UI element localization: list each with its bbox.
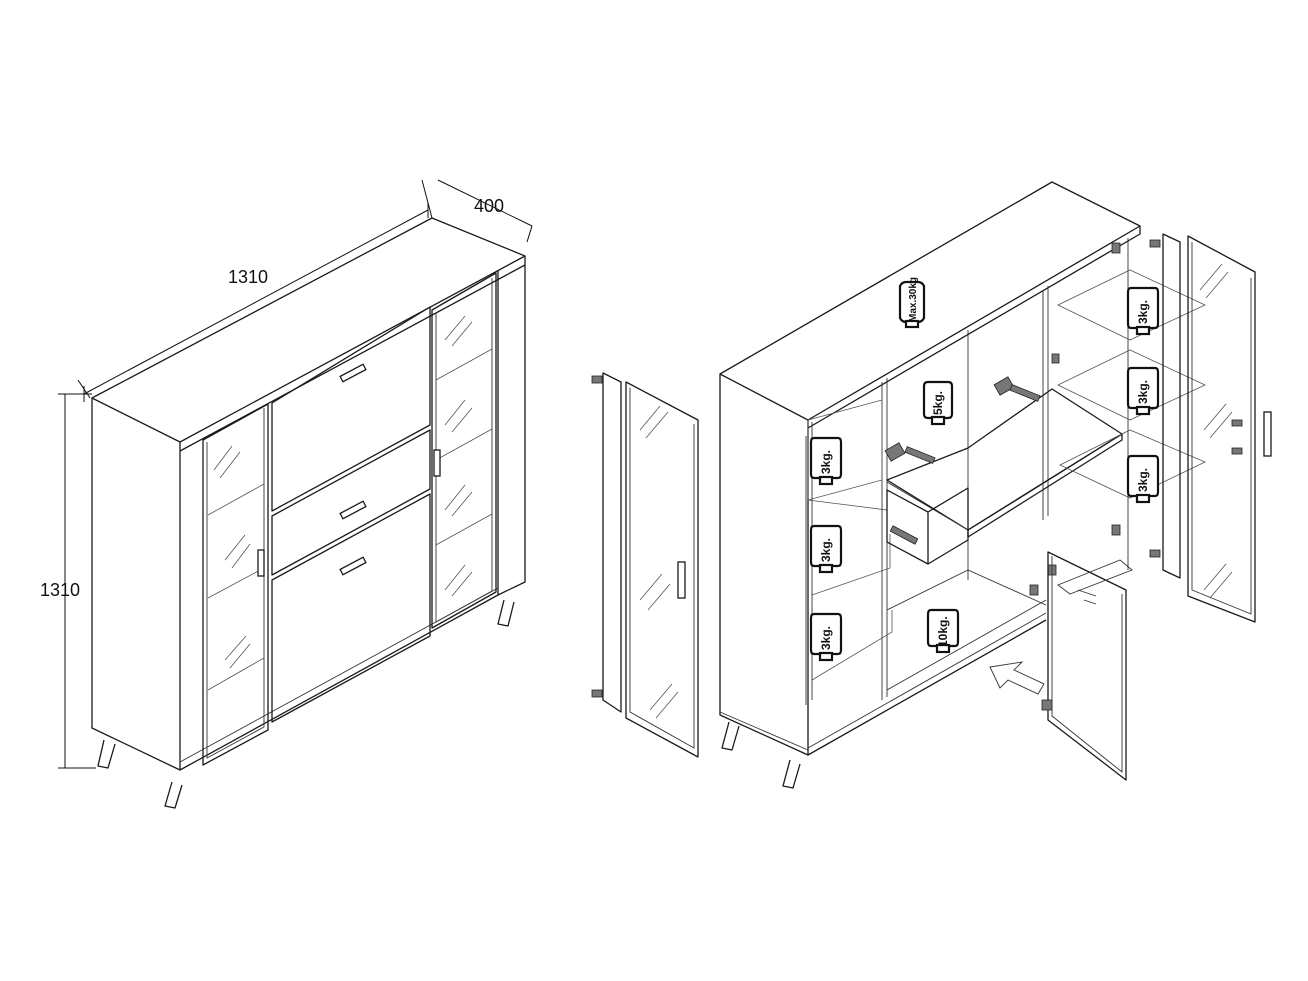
detached-right-door [1149,233,1272,623]
load-label-right-shelf-3: 3kg. [1136,468,1150,492]
weight-icon-left-3 [809,612,843,662]
weight-icon-right-3 [1126,454,1160,504]
load-label-left-shelf-1: 3kg. [819,450,833,474]
weight-icon-flap [922,380,954,426]
load-label-bottom: 10kg. [936,616,950,647]
height-dimension-label: 1310 [40,580,80,600]
depth-dimension-label: 400 [474,196,504,216]
weight-icon-left-2 [809,524,843,574]
weight-icon-left-1 [809,436,843,486]
load-label-left-shelf-2: 3kg. [819,538,833,562]
weight-icon-right-1 [1126,286,1160,336]
weight-icon-right-2 [1126,366,1160,416]
width-dimension-label: 1310 [228,267,268,287]
load-label-right-shelf-1: 3kg. [1136,300,1150,324]
flap-hinges [884,376,1041,464]
weight-icon-bottom [926,608,960,654]
detached-left-door [591,372,699,758]
load-label-right-shelf-2: 3kg. [1136,380,1150,404]
load-label-top: Max.30kg [908,277,919,322]
weight-icon-top [898,280,926,329]
closed-cabinet-view [58,179,533,809]
dimension-lines [58,179,533,769]
load-label-left-shelf-3: 3kg. [819,626,833,650]
load-label-flap: 5kg. [931,391,945,415]
open-cabinet-view [591,181,1272,789]
